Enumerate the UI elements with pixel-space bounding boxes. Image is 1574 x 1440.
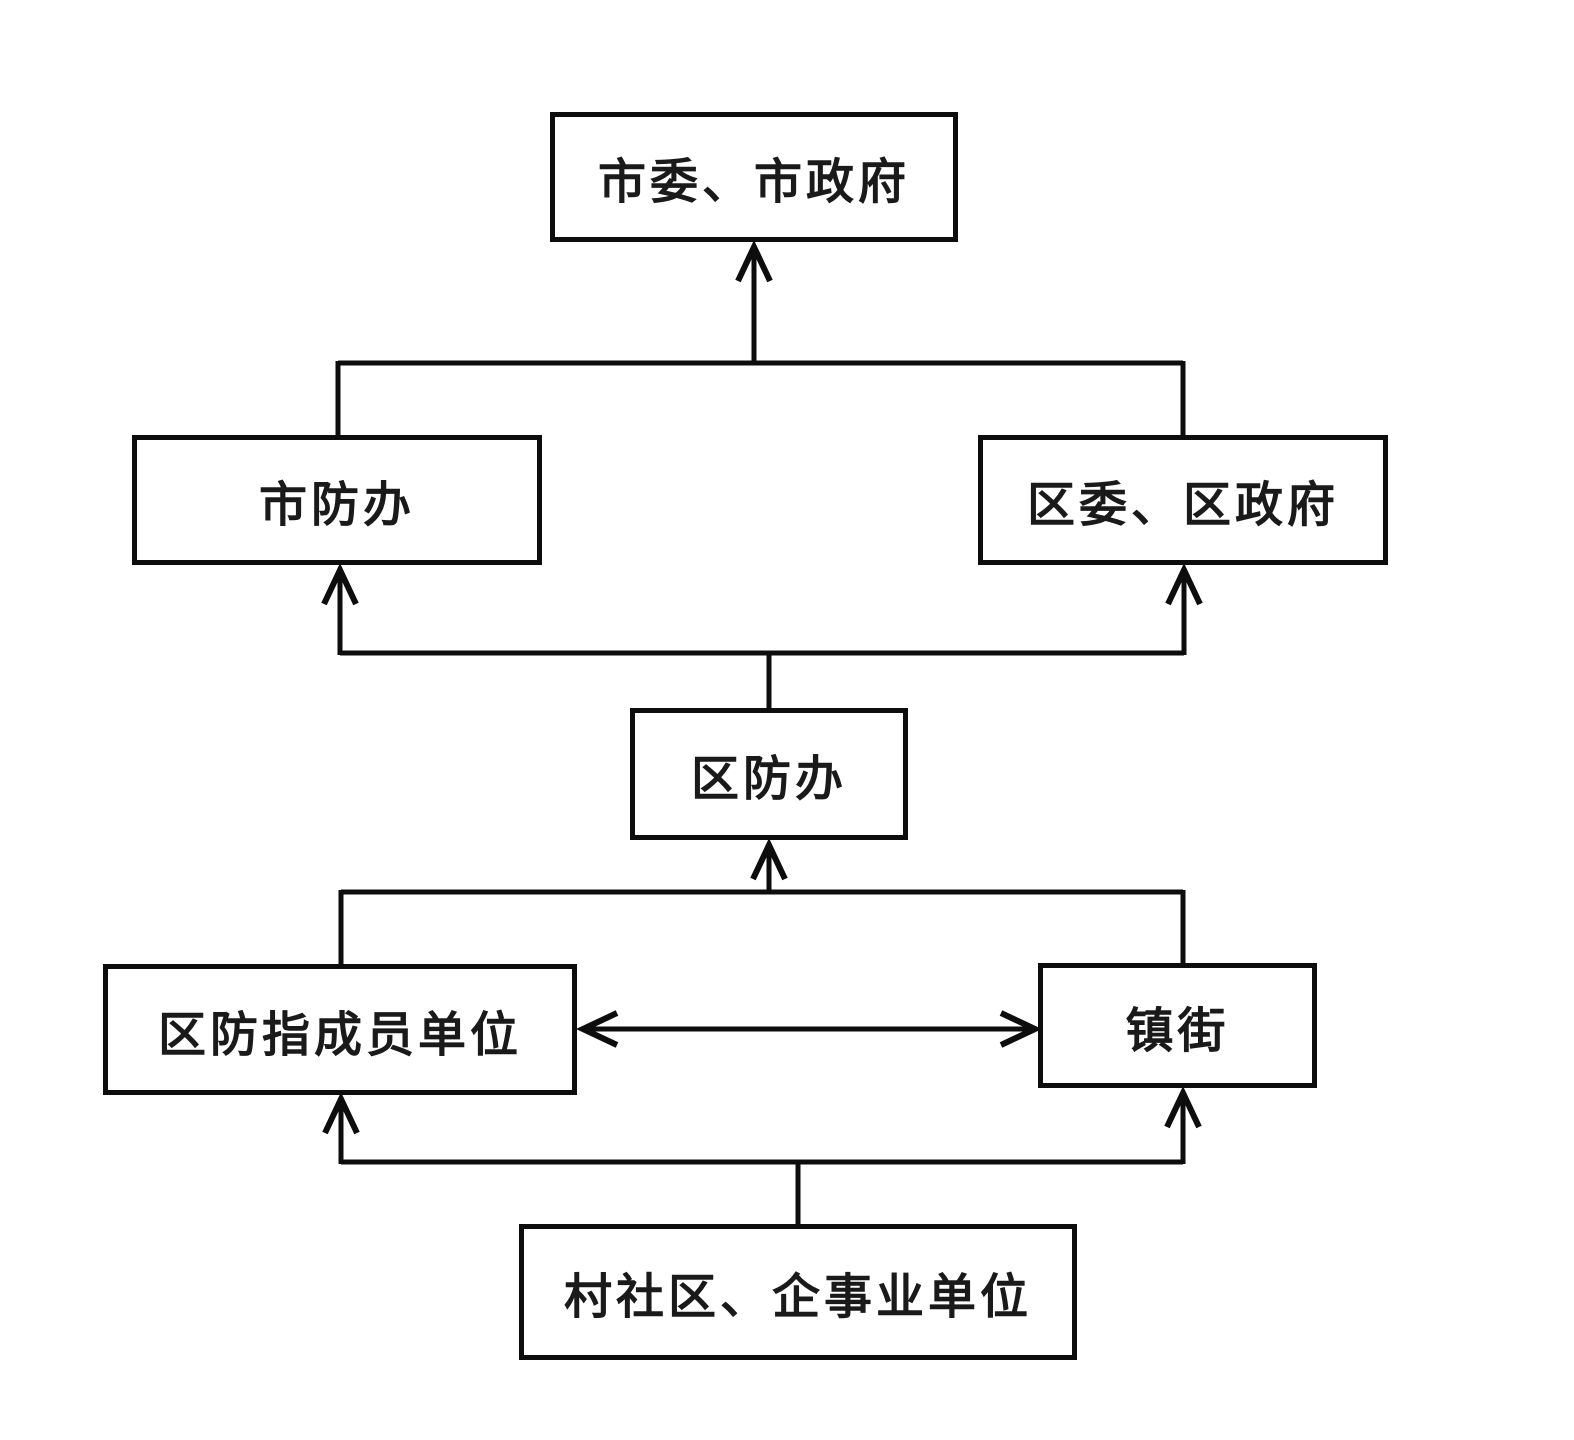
node-town-street: 镇街	[1038, 963, 1317, 1088]
arrowhead-double-left	[575, 1010, 619, 1048]
node-district-committee-government: 区委、区政府	[978, 435, 1388, 565]
arrowhead-double-right	[999, 1010, 1043, 1048]
node-city-committee-government: 市委、市政府	[550, 112, 958, 242]
node-village-community-enterprise-units: 村社区、企事业单位	[519, 1224, 1077, 1360]
arrowhead-to-town-street	[1164, 1085, 1202, 1129]
arrowhead-to-city-flood-office	[321, 562, 359, 606]
node-city-flood-office: 市防办	[132, 435, 542, 565]
arrowhead-to-district-gov	[1165, 562, 1203, 606]
node-district-command-member-units: 区防指成员单位	[103, 964, 577, 1095]
node-district-flood-office: 区防办	[630, 708, 908, 840]
arrowhead-to-member-units	[322, 1091, 360, 1135]
arrowhead-to-top	[735, 239, 773, 283]
arrowhead-to-district-flood-office	[750, 837, 788, 881]
